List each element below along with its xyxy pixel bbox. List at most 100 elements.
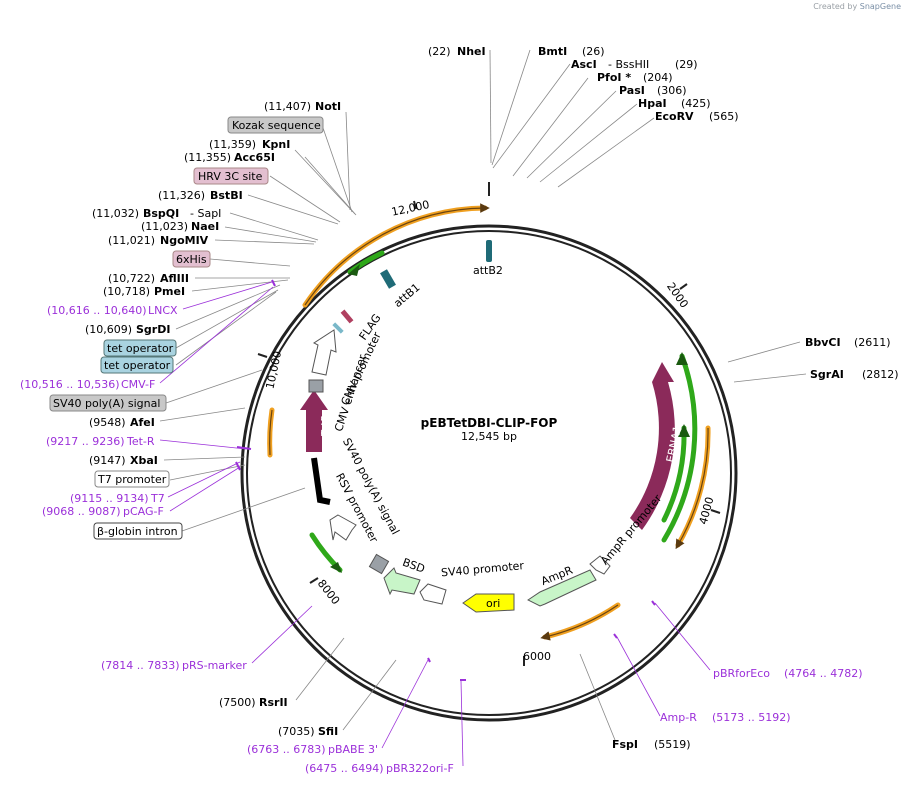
primer-cmv-f: (10,516 .. 10,536)CMV-F [20,378,155,391]
enzyme-sfiI: (7035)SfiI [278,725,338,738]
boxed-beta-globin-intron: β-globin intron [93,522,183,540]
credit-prefix: Created by [813,2,858,11]
backbone-inner [246,230,732,716]
ampr-promoter-label: AmpR promoter [598,492,664,568]
enzyme-bstBI: (11,326) BstBI [158,189,243,202]
svg-text:SfiI: SfiI [318,725,338,738]
svg-text:tet operator: tet operator [104,359,171,372]
svg-text:PfoI *: PfoI * [597,71,631,84]
svg-text:(10,609): (10,609) [85,323,132,336]
enzyme-pfoI: PfoI *(204) [597,71,673,84]
enzyme-aflIII: (10,722) AflIII [108,272,189,285]
ori-arrow [462,593,515,613]
tick-marks [257,182,721,666]
svg-text:(2611): (2611) [854,336,891,349]
leader-lines-right [489,49,807,741]
boxed-tet-operator-2: tet operator [100,356,174,374]
svg-text:(7814 .. 7833): (7814 .. 7833) [101,659,180,672]
boxed-kozak: Kozak sequence [227,116,324,134]
tet-operator-marker [332,322,344,334]
enzyme-ngoMIV: (11,021) NgoMIV [108,234,209,247]
enzyme-acc65I: (11,355)Acc65I [184,151,275,164]
svg-text:BstBI: BstBI [210,189,243,202]
svg-text:SgrDI: SgrDI [136,323,170,336]
enzyme-rsrII: (7500)RsrII [219,696,288,709]
bsd-arrow [383,567,421,596]
attb2-label: attB2 [473,264,503,277]
svg-text:T7: T7 [150,492,165,505]
svg-text:Amp-R: Amp-R [660,711,697,724]
svg-text:PmeI: PmeI [154,285,185,298]
enzyme-fspI: FspI(5519) [612,738,691,751]
svg-text:(11,326): (11,326) [158,189,205,202]
sv40-promoter-arrow [419,583,447,605]
plasmid-name: pEBTetDBI-CLIP-FOP [421,416,558,430]
svg-text:Tet-R: Tet-R [126,435,155,448]
svg-text:AscI: AscI [571,58,597,71]
enzyme-hpaI: HpaI(425) [638,97,711,110]
svg-text:LNCX: LNCX [148,304,178,317]
svg-text:(9115 .. 9134): (9115 .. 9134) [70,492,149,505]
svg-text:6xHis: 6xHis [176,253,207,266]
plasmid-size: 12,545 bp [461,430,517,443]
enzyme-kpnI: (11,359)KpnI [209,138,290,151]
grey-box-lower [368,553,390,575]
svg-text:(11,355): (11,355) [184,151,231,164]
sv40-polya-bar [311,457,331,505]
primer-pcag-f: (9068 .. 9087)pCAG-F [42,505,164,518]
sv40-promoter-label: SV40 promoter [441,559,525,579]
boxed-sv40-polya: SV40 poly(A) signal [49,394,167,412]
attb1-marker [380,269,396,289]
svg-text:(10,616 .. 10,640): (10,616 .. 10,640) [47,304,147,317]
rsv-promoter-arrow [329,514,357,541]
svg-text:NaeI: NaeI [191,220,219,233]
cmv-enhancer-arrow [311,329,337,376]
svg-text:NgoMIV: NgoMIV [160,234,209,247]
svg-text:(7500): (7500) [219,696,256,709]
ampr-promoter-arrow [589,555,611,575]
svg-text:PasI: PasI [619,84,645,97]
enzyme-bspQI: (11,032) BspQI - SapI [92,207,221,220]
svg-text:HRV 3C site: HRV 3C site [198,170,263,183]
primer-tet-r: (9217 .. 9236)Tet-R [46,435,155,448]
boxed-hrv3c: HRV 3C site [193,167,269,185]
enzyme-sgrAI: SgrAI(2812) [810,368,899,381]
enzyme-pasI: PasI(306) [619,84,687,97]
svg-text:(6763 .. 6783): (6763 .. 6783) [247,743,326,756]
svg-text:(11,023): (11,023) [141,220,188,233]
tetr-label: TetR [320,415,331,437]
svg-text:BspQI: BspQI [143,207,179,220]
svg-text:SV40 poly(A) signal: SV40 poly(A) signal [53,397,160,410]
svg-text:- SapI: - SapI [190,207,221,220]
leader-lines-left [159,111,397,731]
svg-text:β-globin intron: β-globin intron [97,525,178,538]
svg-text:(4764 .. 4782): (4764 .. 4782) [784,667,863,680]
tetr-arrow [300,390,328,452]
boxed-tet-operator-1: tet operator [103,339,177,357]
primer-lines [159,281,711,767]
svg-text:BmtI: BmtI [538,45,567,58]
svg-text:(9217 .. 9236): (9217 .. 9236) [46,435,125,448]
svg-text:(10,722): (10,722) [108,272,155,285]
svg-text:(11,032): (11,032) [92,207,139,220]
attb1-label: attB1 [391,281,422,310]
svg-text:Acc65I: Acc65I [234,151,275,164]
svg-text:(565): (565) [709,110,739,123]
svg-text:pRS-marker: pRS-marker [182,659,247,672]
svg-text:(6475 .. 6494): (6475 .. 6494) [305,762,384,775]
green-arrowheads [330,264,690,573]
ampr-arrow [527,569,597,607]
svg-text:- BssHII: - BssHII [608,58,649,71]
primer-lncx: (10,616 .. 10,640)LNCX [47,304,178,317]
svg-text:AflIII: AflIII [160,272,189,285]
snapgene-credit: Created by SnapGene [813,2,901,11]
svg-text:XbaI: XbaI [130,454,158,467]
svg-text:(11,021): (11,021) [108,234,155,247]
ebna1-arrow [630,362,675,530]
svg-text:KpnI: KpnI [262,138,290,151]
svg-text:(5519): (5519) [654,738,691,751]
primer-pbabe3: (6763 .. 6783)pBABE 3' [247,743,378,756]
primer-t7: (9115 .. 9134)T7 [70,492,165,505]
enzyme-afeI: (9548)AfeI [89,416,155,429]
